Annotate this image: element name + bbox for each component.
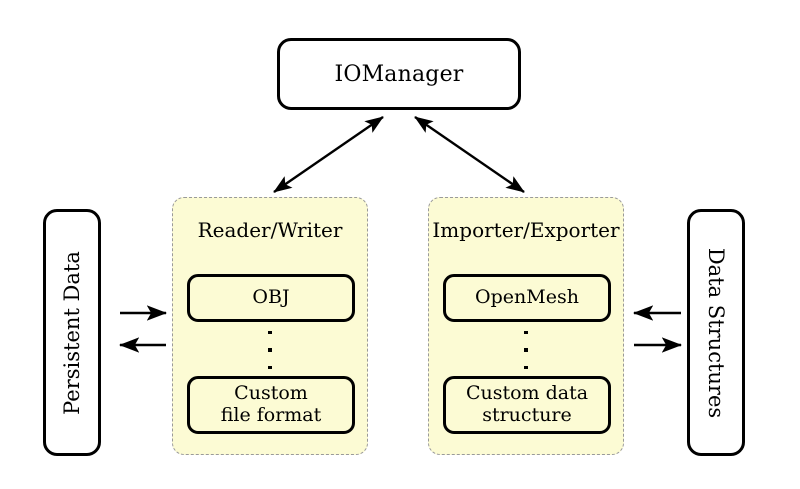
custom-file-format-line2: file format xyxy=(220,404,322,426)
connector-manager-importerexporter xyxy=(414,116,525,193)
openmesh-label: OpenMesh xyxy=(475,286,579,309)
data-structures-label: Data Structures xyxy=(704,247,729,418)
custom-data-structure-line1: Custom data xyxy=(465,382,589,405)
importer-exporter-ellipsis-icon xyxy=(429,331,623,369)
iomanager-node[interactable]: IOManager xyxy=(277,38,521,110)
reader-writer-panel[interactable]: Reader/Writer OBJ Custom file format xyxy=(172,197,368,455)
custom-data-structure-line2: structure xyxy=(482,404,572,426)
obj-label: OBJ xyxy=(252,286,290,309)
openmesh-node[interactable]: OpenMesh xyxy=(443,274,611,322)
obj-node[interactable]: OBJ xyxy=(187,274,355,322)
custom-data-structure-node[interactable]: Custom data structure xyxy=(443,376,611,434)
importer-exporter-panel-title: Importer/Exporter xyxy=(432,218,620,242)
custom-file-format-node[interactable]: Custom file format xyxy=(187,376,355,434)
iomanager-label: IOManager xyxy=(334,61,464,87)
reader-writer-panel-title: Reader/Writer xyxy=(197,218,343,242)
connector-manager-readerwriter xyxy=(273,116,384,193)
custom-file-format-label: Custom file format xyxy=(220,382,322,427)
custom-data-structure-label: Custom data structure xyxy=(465,382,589,427)
importer-exporter-panel[interactable]: Importer/Exporter OpenMesh Custom data s… xyxy=(428,197,624,455)
custom-file-format-line1: Custom xyxy=(234,382,308,405)
reader-writer-ellipsis-icon xyxy=(173,331,367,369)
persistent-data-node[interactable]: Persistent Data xyxy=(43,209,101,456)
data-structures-node[interactable]: Data Structures xyxy=(687,209,745,456)
persistent-data-label: Persistent Data xyxy=(60,250,84,415)
